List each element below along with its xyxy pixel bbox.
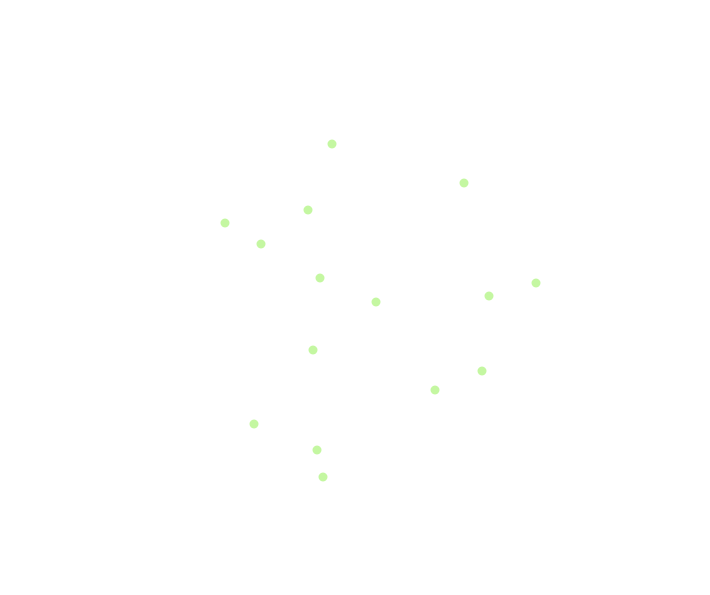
scatter-point-12 <box>430 385 440 395</box>
scatter-point-9 <box>531 278 541 288</box>
scatter-point-1 <box>327 139 337 149</box>
scatter-point-4 <box>220 218 230 228</box>
scatter-point-8 <box>484 291 494 301</box>
scatter-point-3 <box>303 205 313 215</box>
scatter-point-2 <box>459 178 469 188</box>
data-points-layer <box>220 139 541 482</box>
scatter-point-6 <box>315 273 325 283</box>
scatter-point-14 <box>312 445 322 455</box>
scatter-point-13 <box>249 419 259 429</box>
scatter-point-11 <box>477 366 487 376</box>
scatter-point-15 <box>318 472 328 482</box>
scatter-point-7 <box>371 297 381 307</box>
scatter-point-10 <box>308 345 318 355</box>
scatter-point-5 <box>256 239 266 249</box>
